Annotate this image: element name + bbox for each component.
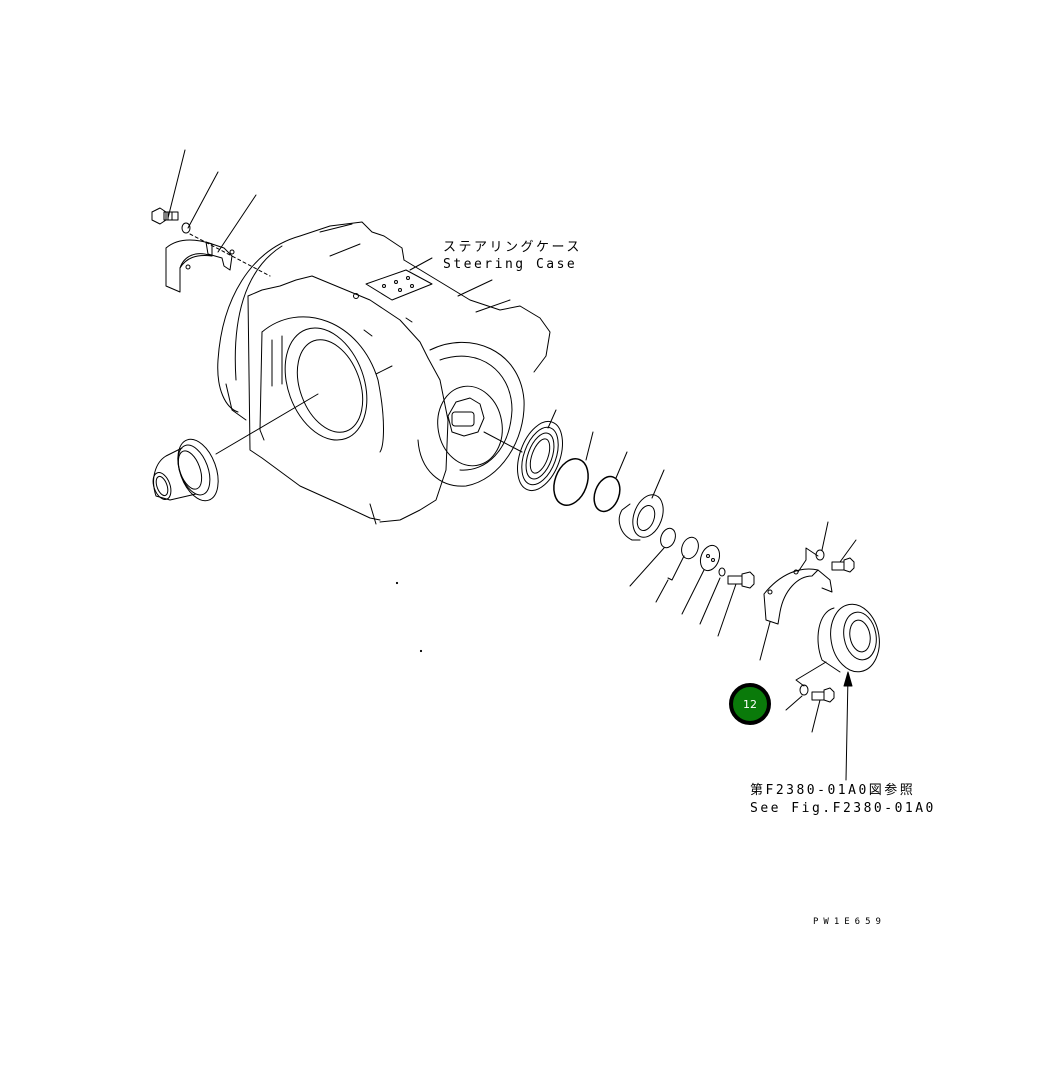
bolt-icon (151, 207, 179, 225)
steering-case-housing (217, 221, 551, 525)
right-exploded-parts (517, 409, 755, 637)
bearing-cover-parts (759, 521, 880, 781)
bolt-icon (727, 571, 755, 589)
callout-badge-12[interactable]: 12 (729, 683, 771, 725)
steering-case-label-en: Steering Case (443, 257, 578, 272)
steering-case-label-jp: ステアリングケース (443, 240, 582, 255)
reference-label-jp: 第F2380-01A0図参照 (750, 783, 916, 798)
drawing-code: PW1E659 (813, 917, 886, 927)
callout-number: 12 (743, 697, 757, 711)
reference-label-en: See Fig.F2380-01A0 (750, 801, 936, 816)
top-left-parts (151, 149, 271, 293)
washer-icon (181, 222, 191, 234)
output-flange (152, 393, 319, 502)
